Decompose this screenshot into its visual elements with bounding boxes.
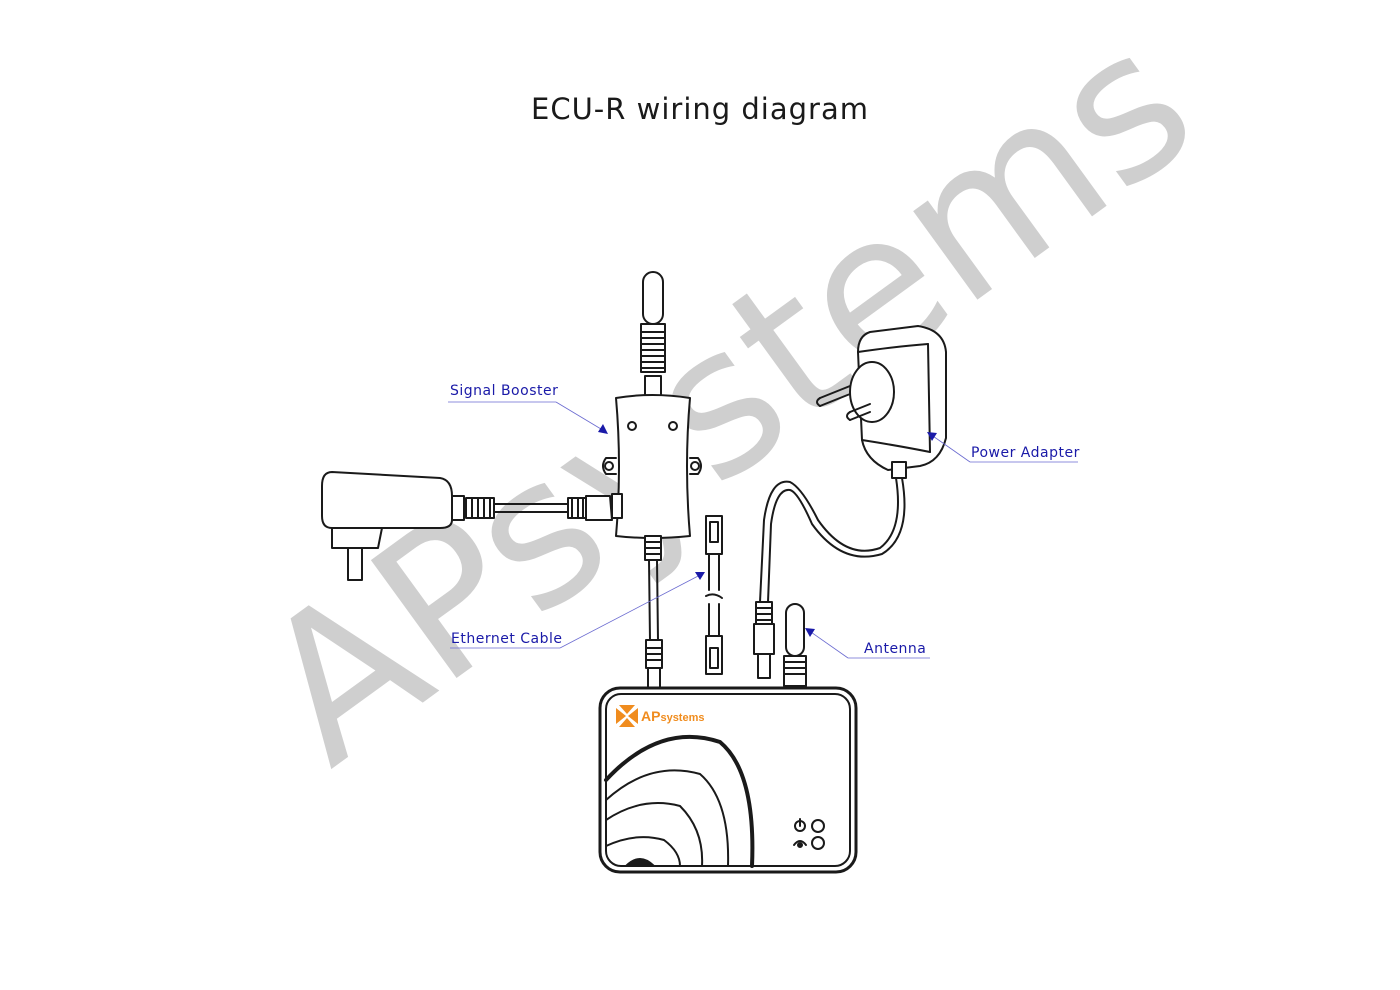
- ethernet-cable: [705, 515, 723, 675]
- apsystems-logo: APsystems: [616, 705, 705, 727]
- callout-leader-power-adapter: [929, 433, 971, 463]
- ecu-r-unit: [598, 686, 858, 874]
- callout-leader-signal-booster: [555, 401, 607, 433]
- coax-cable: [645, 559, 663, 689]
- callout-ethernet-cable: Ethernet Cable: [451, 631, 563, 647]
- ecu-antenna: [783, 603, 807, 687]
- logo-mark-icon: [616, 705, 638, 727]
- logo-text-systems: systems: [660, 712, 704, 724]
- logo-text-ap: AP: [641, 708, 660, 724]
- arrow-power-adapter-icon: [927, 432, 937, 441]
- arrow-ethernet-cable-icon: [695, 572, 705, 580]
- callout-antenna: Antenna: [864, 641, 926, 657]
- booster-antenna: [640, 271, 666, 399]
- left-power-adapter: [321, 471, 613, 581]
- svg-text:APsystems: APsystems: [641, 708, 705, 724]
- arrow-signal-booster-icon: [598, 424, 608, 434]
- signal-booster: [602, 394, 702, 561]
- callout-signal-booster: Signal Booster: [450, 383, 558, 399]
- callout-power-adapter: Power Adapter: [971, 445, 1080, 461]
- callout-leader-ethernet-cable: [559, 573, 703, 649]
- arrow-antenna-icon: [805, 628, 815, 637]
- right-power-adapter: [753, 325, 947, 679]
- page-title: ECU-R wiring diagram: [531, 92, 869, 126]
- callout-leader-antenna: [807, 629, 849, 659]
